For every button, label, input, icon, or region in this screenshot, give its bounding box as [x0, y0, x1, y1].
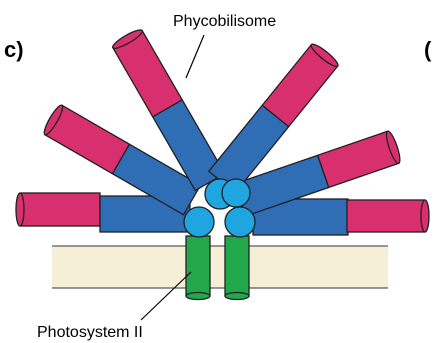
psii-cylinder-right [225, 236, 249, 300]
photosystem-ii-label: Photosystem II [37, 324, 143, 341]
thylakoid-membrane [52, 246, 388, 288]
panel-letter: c) [4, 37, 24, 62]
psii-cylinder-left [186, 236, 210, 300]
phycobilisome-label: Phycobilisome [173, 13, 276, 30]
edge-glyph: ( [424, 37, 432, 62]
phycobilisome-leader-line [186, 35, 204, 78]
